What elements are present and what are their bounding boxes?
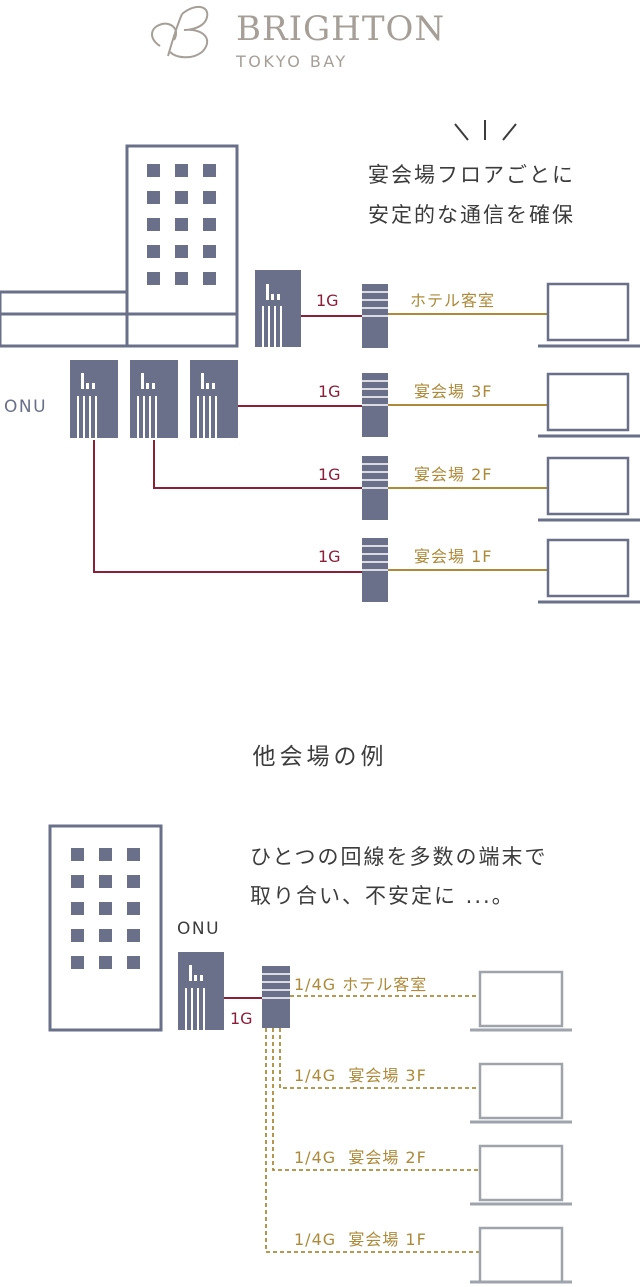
sparkle-icon — [454, 120, 517, 141]
network-switch-icon — [362, 373, 388, 437]
hotel-building-icon — [0, 144, 239, 348]
speed-label: 1G — [318, 465, 341, 484]
laptop-icon — [538, 538, 640, 604]
speed-label: 1G — [318, 547, 341, 566]
top-onu-label: ONU — [4, 397, 47, 417]
network-switch-icon — [262, 966, 290, 1028]
top-diagram: 宴会場フロアごとに 安定的な通信を確保 — [0, 120, 640, 604]
onu-device-icon — [70, 360, 118, 438]
network-switch-icon — [362, 456, 388, 520]
top-callout-line-2: 安定的な通信を確保 — [368, 203, 575, 227]
shared-destination-label: 1/4G 宴会場 1F — [294, 1230, 427, 1249]
speed-label: 1G — [318, 382, 341, 401]
bottom-callout-line-1: ひとつの回線を多数の端末で — [250, 845, 548, 869]
brand-monogram-icon — [151, 5, 209, 59]
venue-building-icon — [48, 824, 163, 1032]
laptop-icon — [538, 372, 640, 438]
fiber-line-1f — [93, 440, 362, 573]
brand-subtitle: TOKYO BAY — [235, 52, 348, 71]
shared-line-3f — [279, 1028, 480, 1089]
bottom-diagram: ひとつの回線を多数の端末で 取り合い、不安定に ...。 ONU 1G 1/4G… — [48, 824, 572, 1284]
destination-label: 宴会場 1F — [414, 547, 492, 566]
destination-label: 宴会場 3F — [414, 382, 492, 401]
top-callout-line-1: 宴会場フロアごとに — [368, 163, 575, 187]
brand-logo: BRIGHTON TOKYO BAY — [151, 5, 445, 71]
laptop-icon — [538, 456, 640, 522]
laptop-icon — [470, 1062, 572, 1124]
section-title: 他会場の例 — [253, 744, 388, 770]
laptop-icon — [538, 282, 640, 348]
destination-label: 宴会場 2F — [414, 465, 492, 484]
shared-destination-label: 1/4G 宴会場 2F — [294, 1148, 427, 1167]
destination-label: ホテル客室 — [410, 291, 495, 310]
onu-device-icon — [255, 270, 301, 347]
onu-device-icon — [178, 952, 224, 1030]
shared-line-1f — [265, 1028, 480, 1253]
laptop-icon — [470, 1144, 572, 1206]
bottom-callout-line-2: 取り合い、不安定に ...。 — [250, 884, 515, 908]
speed-label: 1G — [316, 291, 339, 310]
laptop-icon — [470, 1226, 572, 1284]
network-switch-icon — [362, 538, 388, 602]
shared-line-2f — [272, 1028, 480, 1171]
bottom-onu-label: ONU — [177, 919, 220, 939]
fiber-line-2f — [153, 440, 362, 489]
shared-destination-label: 1/4G ホテル客室 — [294, 975, 427, 994]
laptop-icon — [470, 970, 572, 1032]
shared-destination-label: 1/4G 宴会場 3F — [294, 1066, 427, 1085]
onu-device-icon — [190, 360, 238, 438]
brand-name: BRIGHTON — [236, 9, 445, 49]
uplink-speed-label: 1G — [230, 1009, 253, 1028]
network-switch-icon — [362, 284, 388, 348]
onu-device-icon — [130, 360, 178, 438]
